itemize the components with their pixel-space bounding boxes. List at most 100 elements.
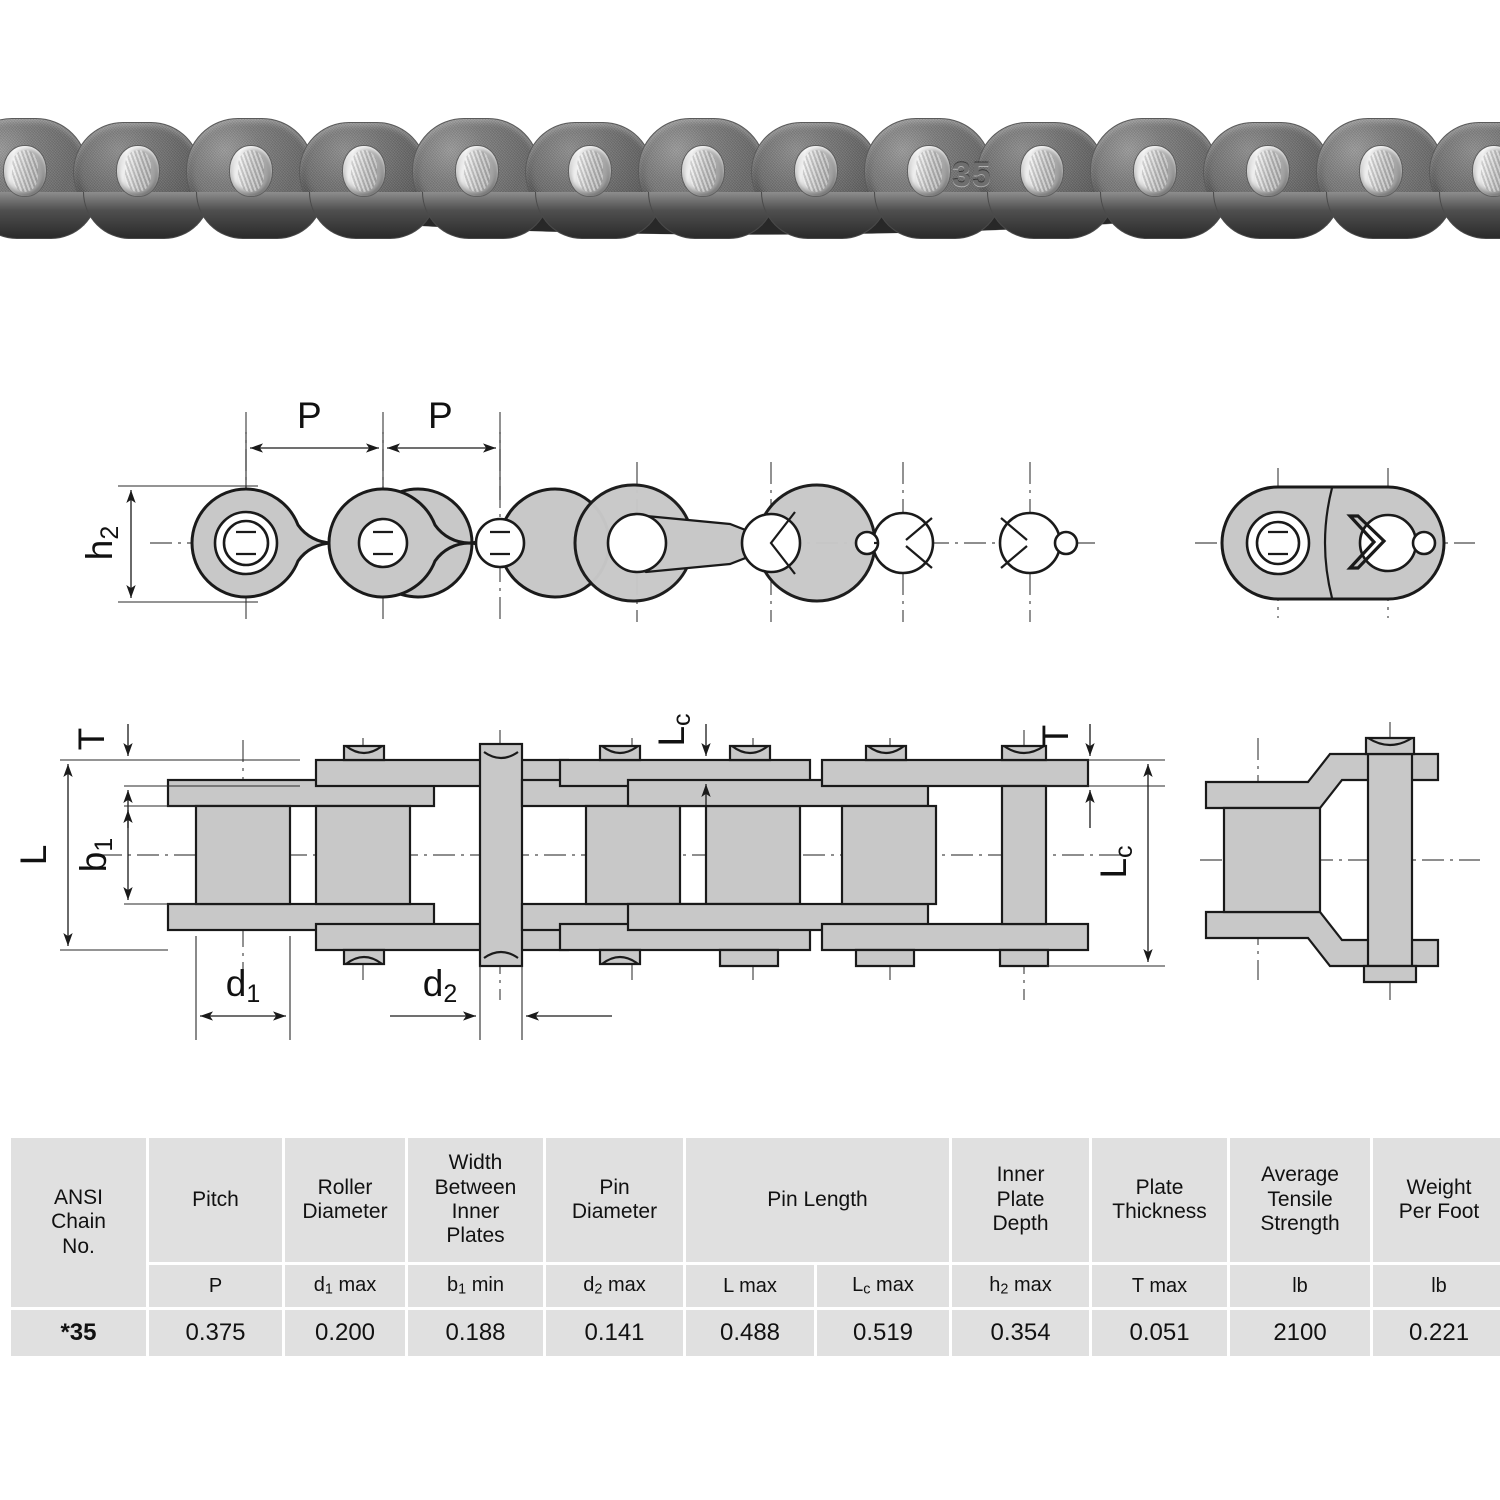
- th-pitch: Pitch: [149, 1138, 282, 1262]
- th-plate-thickness: Plate Thickness: [1092, 1138, 1228, 1262]
- th-weight-line-1: Weight: [1406, 1175, 1472, 1199]
- label-plate-depth: h2: [79, 526, 124, 560]
- label-pitch-2: P: [428, 395, 453, 436]
- engineering-drawings: .ln{stroke:#1a1a1a;fill:none;} .thk{stro…: [13, 395, 1480, 1040]
- chain-link-underplate: [83, 192, 211, 239]
- chain-link-underplate: [1439, 192, 1500, 239]
- label-conn-pin-length-top: Lc: [651, 713, 696, 746]
- dimension-pitch-2: P: [387, 395, 501, 500]
- cell-value-7: 0.051: [1092, 1310, 1228, 1356]
- th-average-tensile-strength: Average Tensile Strength: [1230, 1138, 1371, 1262]
- label-conn-pin-length-right: Lc: [1093, 845, 1138, 878]
- label-roller-diameter: d1: [226, 963, 260, 1008]
- th-pitch-line-1: Pitch: [192, 1187, 239, 1211]
- cell-value-9: 0.221: [1373, 1310, 1500, 1356]
- cell-value-0: 0.375: [149, 1310, 282, 1356]
- chain-link-underplate: [196, 192, 324, 239]
- chain-pin: [1472, 145, 1500, 197]
- th-weight-per-foot: Weight Per Foot: [1373, 1138, 1500, 1262]
- chain-pin: [3, 145, 47, 197]
- th-ansi-chain-no: ANSI Chain No.: [11, 1138, 146, 1307]
- th-roller-diameter: Roller Diameter: [285, 1138, 405, 1262]
- th-width-between-inner-plates: Width Between Inner Plates: [408, 1138, 543, 1262]
- spec-table-wrapper: ANSI Chain No. Pitch Roller Diameter Wid…: [8, 1135, 1500, 1359]
- table-sub-header-9: lb: [1373, 1265, 1500, 1307]
- chain-pin: [342, 145, 386, 197]
- cell-value-3: 0.141: [546, 1310, 683, 1356]
- spec-table: ANSI Chain No. Pitch Roller Diameter Wid…: [8, 1135, 1500, 1359]
- section-center-pin: [478, 742, 524, 968]
- side-view-drawing: P P h2: [79, 395, 1095, 622]
- cell-value-4: 0.488: [686, 1310, 814, 1356]
- chain-link-underplate: [874, 192, 1002, 239]
- dimension-inner-width: b1: [73, 805, 200, 905]
- th-inner-plate-depth: Inner Plate Depth: [952, 1138, 1090, 1262]
- cell-ansi-chain-no: *35: [11, 1310, 146, 1356]
- chain-link-underplate: [1326, 192, 1454, 239]
- side-view-half-link-drawing: [1195, 468, 1475, 618]
- chain-pin: [1133, 145, 1177, 197]
- chain-link-underplate: [535, 192, 663, 239]
- label-pitch-1: P: [297, 395, 322, 436]
- table-sub-header-2: b1 min: [408, 1265, 543, 1307]
- label-pin-diameter: d2: [423, 963, 457, 1008]
- th-roller-diameter-line-1: Roller: [317, 1175, 373, 1199]
- table-sub-header-0: P: [149, 1265, 282, 1307]
- chain-pin: [568, 145, 612, 197]
- chain-link-underplate: [648, 192, 776, 239]
- section-left-link: [166, 744, 570, 966]
- table-sub-header-1: d1 max: [285, 1265, 405, 1307]
- th-tensile-line-1: Average: [1261, 1163, 1339, 1187]
- cell-value-1: 0.200: [285, 1310, 405, 1356]
- table-group-header-row: ANSI Chain No. Pitch Roller Diameter Wid…: [11, 1138, 1500, 1307]
- th-inner-plate-depth-line-3: Depth: [992, 1212, 1049, 1236]
- chain-pin: [1020, 145, 1064, 197]
- cell-value-5: 0.519: [817, 1310, 950, 1356]
- label-plate-thickness-left: T: [71, 728, 112, 751]
- th-inner-plate-depth-line-1: Inner: [996, 1163, 1045, 1187]
- th-pin-diameter-line-2: Diameter: [571, 1200, 658, 1223]
- th-pin-diameter: Pin Diameter: [546, 1138, 683, 1262]
- chain-link-underplate: [1213, 192, 1341, 239]
- dimension-pin-diameter: d2: [390, 963, 612, 1040]
- chain-photograph: 3535: [0, 112, 1500, 257]
- table-sub-header-7: T max: [1092, 1265, 1228, 1307]
- section-right-link: [520, 744, 1090, 968]
- table-sub-header-5: Lc max: [817, 1265, 950, 1307]
- chain-link-underplate: [309, 192, 437, 239]
- side-view-offset-link: [573, 483, 1079, 603]
- label-plate-thickness-right: T: [1035, 725, 1076, 748]
- dimension-roller-diameter: d1: [195, 936, 291, 1040]
- th-pin-length: Pin Length: [686, 1138, 950, 1262]
- chain-size-marking: 35: [952, 156, 992, 194]
- chain-pin: [681, 145, 725, 197]
- table-sub-header-6: h2 max: [952, 1265, 1090, 1307]
- th-ansi-line-1: ANSI: [53, 1185, 103, 1209]
- chain-pin: [1359, 145, 1403, 197]
- th-width-line-2: Between: [434, 1175, 517, 1199]
- chain-link-underplate: [422, 192, 550, 239]
- th-plate-thickness-line-2: Thickness: [1112, 1200, 1207, 1223]
- side-view-link-plates: [190, 487, 611, 599]
- th-ansi-line-3: No.: [62, 1234, 95, 1258]
- chain-pin: [907, 145, 951, 197]
- th-ansi-line-2: Chain: [51, 1210, 106, 1234]
- th-weight-line-2: Per Foot: [1398, 1200, 1480, 1223]
- cell-value-2: 0.188: [408, 1310, 543, 1356]
- table-sub-header-8: lb: [1230, 1265, 1371, 1307]
- dimension-plate-thickness-right: T: [1035, 724, 1165, 828]
- dimension-pitch-1: P: [245, 395, 384, 500]
- th-pin-length-line-1: Pin Length: [767, 1187, 868, 1211]
- th-tensile-line-2: Tensile: [1267, 1187, 1333, 1211]
- section-view-drawing: T L b1 d1: [13, 713, 1165, 1040]
- chain-pin: [794, 145, 838, 197]
- chain-pin: [116, 145, 160, 197]
- chain-pin: [229, 145, 273, 197]
- th-pin-diameter-line-1: Pin: [599, 1175, 630, 1199]
- label-pin-length: L: [13, 845, 54, 866]
- chain-underside-plates: [0, 192, 1500, 239]
- th-plate-thickness-line-1: Plate: [1135, 1175, 1184, 1199]
